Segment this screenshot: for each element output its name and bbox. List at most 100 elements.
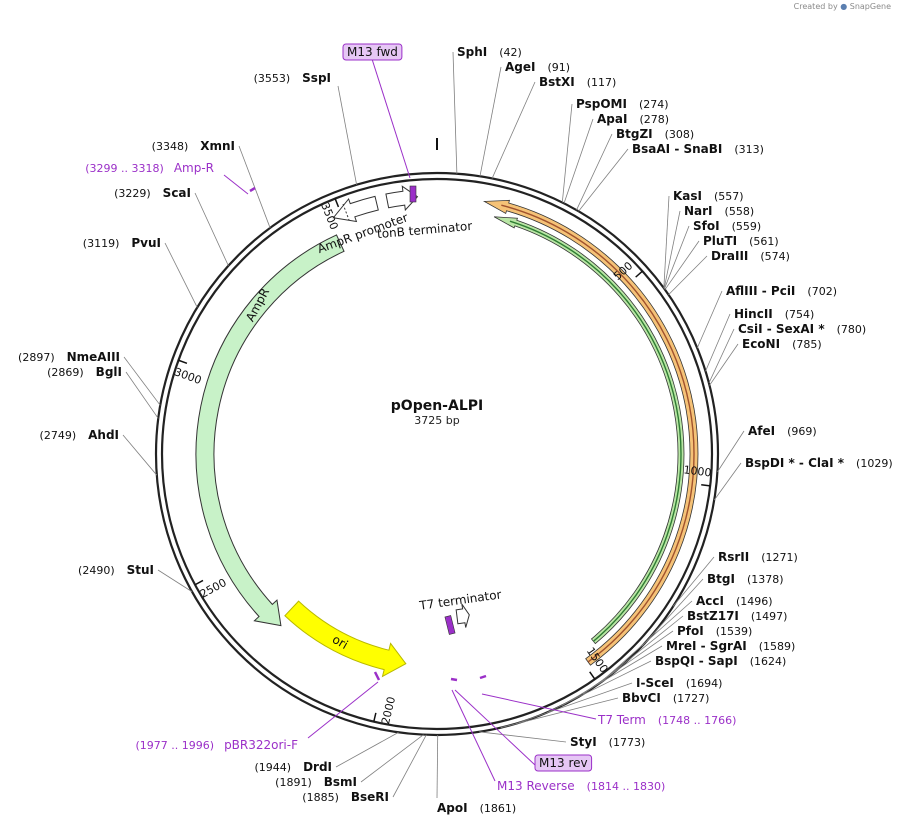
primer-m13-reverse-range: (1814 .. 1830) [587, 780, 666, 793]
site-kasi-name: KasI [673, 189, 702, 203]
site-agei: AgeI(91) [479, 60, 570, 177]
site-pvui-name: PvuI [131, 236, 161, 250]
snapgene-logo-icon: ● [840, 2, 848, 11]
site-bspdi-clai-position: (1029) [856, 457, 893, 470]
site-layer: SphI(42)AgeI(91)BstXI(117)PspOMI(274)Apa… [18, 45, 893, 815]
site-bstz17i-leader [599, 615, 684, 684]
site-nmeaiii-position: (2897) [18, 351, 55, 364]
site-bspdi-clai: BspDI * - ClaI *(1029) [713, 456, 893, 501]
site-apai-name: ApaI [597, 112, 627, 126]
site-sspi-position: (3553) [254, 72, 291, 85]
site-nmeaiii: NmeAIII(2897) [18, 350, 161, 406]
primer-amp-r-range: (3299 .. 3318) [85, 162, 164, 175]
site-sphi-position: (42) [499, 46, 522, 59]
tick-1000 [701, 484, 711, 487]
site-pfoi-leader [582, 630, 674, 695]
site-xmni-position: (3348) [152, 140, 189, 153]
site-btgzi-leader [576, 133, 613, 211]
primer-m13-rev: M13 rev [454, 689, 593, 772]
primer-m13-rev-leader [454, 689, 536, 766]
site-bgli-leader [125, 371, 159, 419]
site-i-scei-leader [515, 682, 633, 725]
site-acci: AccI(1496) [599, 594, 773, 684]
site-hincii-leader [705, 313, 731, 372]
site-styi-leader [479, 731, 567, 743]
feature-alpi-green-line [509, 220, 682, 642]
site-kasi-position: (557) [714, 190, 744, 203]
site-bsmi-name: BsmI [324, 775, 357, 789]
feature-ampr: AmpR [195, 234, 345, 627]
site-bgli-position: (2869) [47, 366, 84, 379]
site-bsmi-position: (1891) [275, 776, 312, 789]
primer-t7-term: T7 Term(1748 .. 1766) [479, 674, 736, 727]
primer-amp-r-mark [249, 186, 256, 193]
primer-m13-rev-label: M13 rev [539, 756, 588, 770]
site-csii-sexai-leader [708, 328, 735, 384]
site-apoi-name: ApoI [437, 801, 468, 815]
tick-3500 [334, 198, 340, 208]
site-rsrii-position: (1271) [761, 551, 798, 564]
site-acci-position: (1496) [736, 595, 773, 608]
tick-label-3000: 3000 [173, 365, 204, 387]
site-kasi: KasI (557) [663, 189, 744, 289]
site-btgzi: BtgZI(308) [576, 127, 694, 211]
site-pfoi-position: (1539) [716, 625, 753, 638]
site-pluti-leader [664, 240, 700, 290]
site-hincii-name: HincII [734, 307, 773, 321]
site-bsaai-snabi: BsaAI - SnaBI(313) [578, 142, 764, 212]
tick-3000 [178, 359, 188, 365]
plasmid-name: pOpen-ALPI [391, 398, 483, 414]
site-pspomi-position: (274) [639, 98, 669, 111]
site-stui-position: (2490) [78, 564, 115, 577]
site-csii-sexai: CsiI - SexAI *(780) [708, 322, 866, 384]
site-draiii-name: DraIII [711, 249, 748, 263]
site-bspqi-sapi-position: (1624) [750, 655, 787, 668]
ampr-boundary-dash [342, 203, 350, 221]
site-drdi-leader [335, 731, 399, 768]
site-draiii: DraIII (574) [668, 249, 790, 296]
site-mrei-sgrai-leader [561, 645, 663, 706]
site-bstxi-position: (117) [587, 76, 617, 89]
feature-alpi-green-arrow [493, 216, 685, 645]
plasmid-backbone [154, 171, 720, 737]
site-bspqi-sapi-leader [546, 660, 652, 713]
site-apoi: ApoI(1861) [436, 734, 516, 815]
tick-500 [635, 270, 643, 278]
site-rsrii: RsrII (1271) [672, 550, 798, 607]
primer-m13-reverse: M13 Reverse(1814 .. 1830) [450, 677, 666, 793]
primer-pbr322ori-f-label: pBR322ori-F [224, 738, 298, 752]
site-sphi-name: SphI [457, 45, 487, 59]
site-nari-position: (558) [725, 205, 755, 218]
site-bsmi: BsmI (1891) [275, 734, 424, 789]
site-btgi-position: (1378) [747, 573, 784, 586]
site-csii-sexai-name: CsiI - SexAI * [738, 322, 825, 336]
site-rsrii-name: RsrII [718, 550, 749, 564]
site-agei-name: AgeI [505, 60, 535, 74]
plasmid-size: 3725 bp [414, 414, 459, 427]
site-xmni: XmnI(3348) [152, 139, 271, 229]
credit-prefix: Created by [793, 2, 838, 11]
site-econi-name: EcoNI [742, 337, 780, 351]
site-bsaai-snabi-leader [578, 148, 629, 212]
site-agei-leader [479, 66, 502, 177]
site-bseri-name: BseRI [351, 790, 389, 804]
site-ahdi-leader [122, 434, 158, 476]
primer-m13-fwd-label: M13 fwd [347, 45, 398, 59]
primer-amp-r-leader [223, 174, 249, 195]
site-afei-position: (969) [787, 425, 817, 438]
site-rsrii-leader [672, 556, 715, 607]
site-bspdi-clai-leader [713, 462, 742, 501]
site-afliii-pcii-name: AflIII - PciI [726, 284, 795, 298]
site-draiii-position: (574) [760, 250, 790, 263]
site-bgli: BglI(2869) [47, 365, 159, 419]
primer-m13-fwd-leader [371, 58, 411, 179]
site-pvui: PvuI(3119) [83, 236, 198, 308]
feature-tonb-terminator: tonB terminator [376, 185, 473, 241]
credit-brand: SnapGene [849, 2, 891, 11]
site-pluti: PluTI(561) [664, 234, 779, 290]
site-bseri-position: (1885) [302, 791, 339, 804]
primer-m13-fwd: M13 fwd [342, 43, 411, 179]
site-styi-position: (1773) [609, 736, 646, 749]
site-ahdi-position: (2749) [40, 429, 77, 442]
